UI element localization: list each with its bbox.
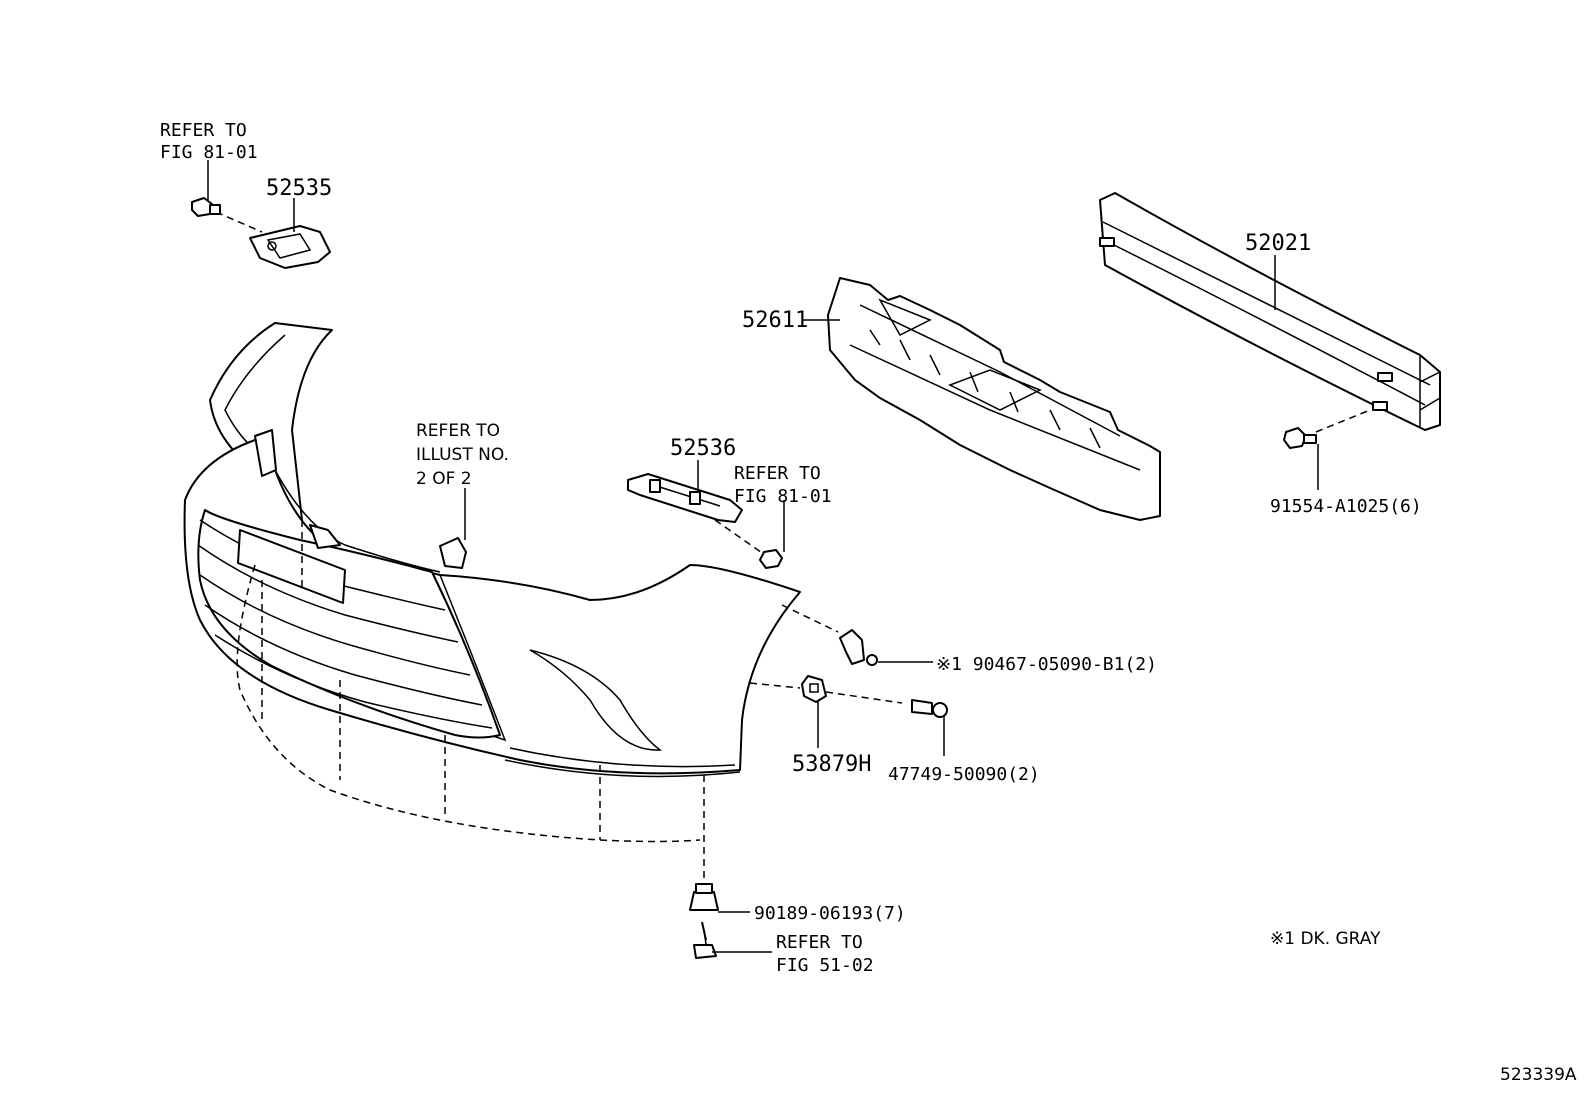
bracket-52536: [627, 473, 743, 523]
clip-icon: [689, 883, 719, 911]
part-number-91554: 91554-A1025(6): [1270, 496, 1422, 517]
color-note: ※1 DK. GRAY: [1270, 929, 1381, 949]
bolt-icon: [693, 921, 717, 959]
screw-icon: [911, 699, 948, 718]
part-number-52536: 52536: [670, 436, 736, 461]
part-number-53879h: 53879H: [792, 752, 871, 777]
bracket-52535: [249, 225, 331, 269]
clip-icon: [839, 629, 878, 666]
refer-fig-51-02: REFER TO FIG 51-02: [776, 932, 874, 976]
leader-lines: [207, 160, 1319, 953]
bolt-icon: [1283, 427, 1317, 449]
part-number-52535: 52535: [266, 176, 332, 201]
alignment-lines: [215, 211, 1371, 885]
refer-fig-81-01-mid: REFER TO FIG 81-01: [734, 463, 832, 507]
part-number-47749: 47749-50090(2): [888, 764, 1040, 785]
retainer-icon: [801, 675, 827, 703]
part-number-90189: 90189-06193(7): [754, 903, 906, 924]
bolt-icon: [191, 197, 221, 217]
refer-fig-81-01-top: REFER TO FIG 81-01: [160, 120, 258, 163]
refer-illust-note: REFER TO ILLUST NO. 2 OF 2: [416, 421, 514, 489]
part-number-90467: ※1 90467-05090-B1(2): [936, 654, 1157, 675]
part-number-52021: 52021: [1245, 231, 1311, 256]
part-number-52611: 52611: [742, 308, 808, 333]
front-bumper-cover: [183, 322, 801, 778]
bumper-reinforcement-52021: [1099, 192, 1441, 431]
energy-absorber-52611: [827, 277, 1161, 521]
bolt-icon: [759, 549, 783, 569]
drawing-number: 523339A: [1500, 1065, 1577, 1085]
